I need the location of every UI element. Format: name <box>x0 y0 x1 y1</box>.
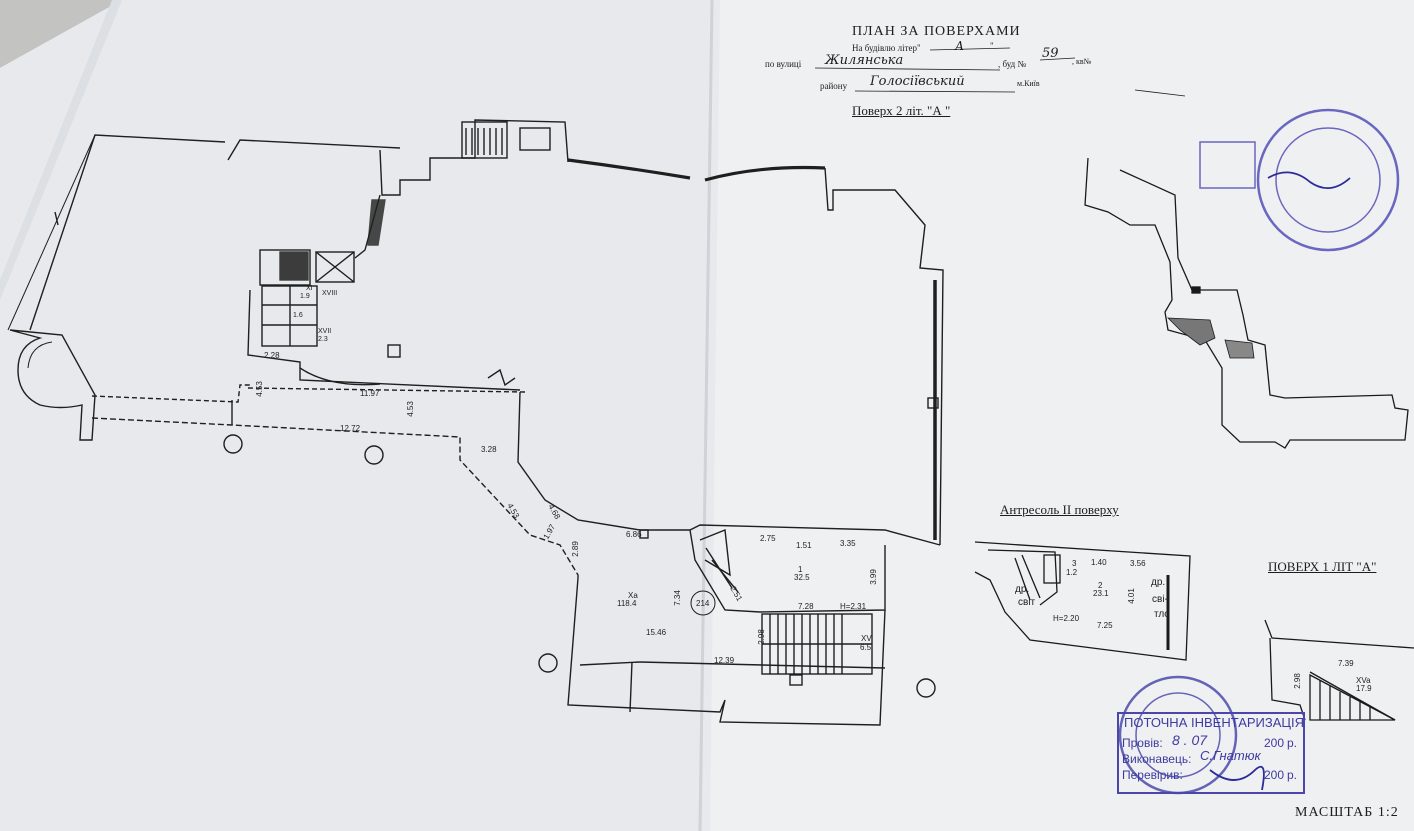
room-area-xvii: 2.3 <box>318 336 328 343</box>
room-label-xi: XI <box>306 285 313 292</box>
dimension: 2.28 <box>264 351 280 360</box>
room-height: Н=2.31 <box>840 602 867 611</box>
dimension: 3.99 <box>868 569 878 585</box>
mezzanine-title: Антресоль II поверху <box>1000 502 1119 517</box>
dimension: 2.75 <box>760 534 776 543</box>
stamp-row1-suffix: р. <box>1287 736 1298 750</box>
mezzanine-label: світ <box>1018 597 1036 608</box>
paper-left-page <box>0 0 720 831</box>
stamp-row3-suffix: р. <box>1287 768 1298 782</box>
district-prefix: району <box>820 81 848 91</box>
city-name: м.Київ <box>1017 79 1040 88</box>
dimension: 6.86 <box>626 530 642 539</box>
dimension: 3.28 <box>481 445 497 454</box>
flat-prefix: , кв№ <box>1072 57 1092 66</box>
dimension: 3.56 <box>1130 559 1146 568</box>
first-floor-plan <box>1264 619 1414 721</box>
stamp-row2-label: Виконавець: <box>1122 752 1192 766</box>
room-area-xviii: 1.6 <box>293 312 303 319</box>
room-label-xvii: XVII <box>318 328 332 335</box>
room-area-xa: 118.4 <box>617 599 637 608</box>
floor1-room-area: 17.9 <box>1356 684 1372 693</box>
dimension: 7.39 <box>1338 659 1354 668</box>
paper-edge-shadow <box>0 0 122 300</box>
dimension: 2.98 <box>756 629 766 645</box>
dimension: 4.53 <box>254 381 264 397</box>
dimension: 4.01 <box>1126 588 1136 604</box>
signature-top <box>1267 171 1351 189</box>
mezzanine-label: сві- <box>1152 594 1168 605</box>
dimension: 12.72 <box>340 424 361 433</box>
mezzanine-room-area: 1.2 <box>1066 568 1078 577</box>
stamp-title: ПОТОЧНА ІНВЕНТАРИЗАЦІЯ <box>1124 715 1305 730</box>
dimension: 7.25 <box>1097 621 1113 630</box>
room-label-xa: Xa <box>628 591 638 600</box>
room-area-1: 32.5 <box>794 573 810 582</box>
house-prefix: , буд № <box>998 59 1027 69</box>
mezzanine-height: Н=2.20 <box>1053 614 1080 623</box>
dimension: 7.28 <box>798 602 814 611</box>
mezzanine-room-id: 2 <box>1098 581 1103 590</box>
dimension: 3.35 <box>840 539 856 548</box>
dimension: 7.34 <box>672 590 682 606</box>
dimension: 4.53 <box>405 401 415 417</box>
building-letter: А <box>955 39 965 53</box>
room-label-xviii: XVIII <box>322 290 338 297</box>
site-overview-plan <box>1084 157 1409 449</box>
stamp-row1-value: 8 . 07 <box>1172 732 1208 748</box>
mezzanine-label: тло <box>1154 609 1170 620</box>
left-bay-window <box>9 329 96 441</box>
district-name: Голосіївський <box>870 74 965 89</box>
dimension: 2.98 <box>1292 673 1302 689</box>
room-marker: 214 <box>696 599 710 608</box>
stamp-row3-label: Перевірив: <box>1122 768 1183 782</box>
dimension: 11.97 <box>360 389 380 398</box>
mezzanine-plan <box>974 541 1191 661</box>
scale-label: МАСШТАБ 1:2 <box>1295 805 1399 820</box>
dimension: 15.46 <box>646 628 667 637</box>
stamp-row1-label: Провів: <box>1122 736 1163 750</box>
dimension: 1.40 <box>1091 558 1107 567</box>
page-title: ПЛАН ЗА ПОВЕРХАМИ <box>852 24 1021 39</box>
room-label-1: 1 <box>798 565 803 574</box>
street-prefix: по вулиці <box>765 59 802 69</box>
dimension: 2.89 <box>570 541 580 557</box>
building-prefix: На будівлю літер" <box>852 43 921 53</box>
mezzanine-room-id: 3 <box>1072 559 1077 568</box>
street-name: Жилянська <box>825 53 904 68</box>
mezzanine-label: др. <box>1151 577 1166 588</box>
second-floor-plan <box>7 119 944 726</box>
form-underlines <box>814 47 1186 97</box>
mezzanine-label: др. <box>1015 584 1030 595</box>
house-number: 59 <box>1042 46 1059 61</box>
floor1-room-id: XVa <box>1356 676 1371 685</box>
paper-fold <box>698 0 714 831</box>
stamp-row2-value: С.Гнатюк <box>1200 748 1261 763</box>
floor1-title: ПОВЕРХ 1 ЛІТ "А" <box>1268 559 1377 574</box>
stamp-row3-year: 200 <box>1264 768 1285 782</box>
room-area-xv: 6.5 <box>860 643 872 652</box>
dimension: 12.39 <box>714 656 735 665</box>
stamp-row1-year: 200 <box>1264 736 1285 750</box>
dimension: 1.51 <box>796 541 812 550</box>
signature-bottom <box>1209 765 1265 791</box>
floor-title: Поверх 2 літ. "А " <box>852 103 951 118</box>
inventory-stamp <box>1117 712 1305 794</box>
round-seal-top <box>1199 108 1400 252</box>
room-label-xv: XV <box>861 634 872 643</box>
room-area-xi: 1.9 <box>300 293 310 300</box>
building-suffix: " <box>990 41 994 51</box>
mezzanine-room-area: 23.1 <box>1093 589 1109 598</box>
